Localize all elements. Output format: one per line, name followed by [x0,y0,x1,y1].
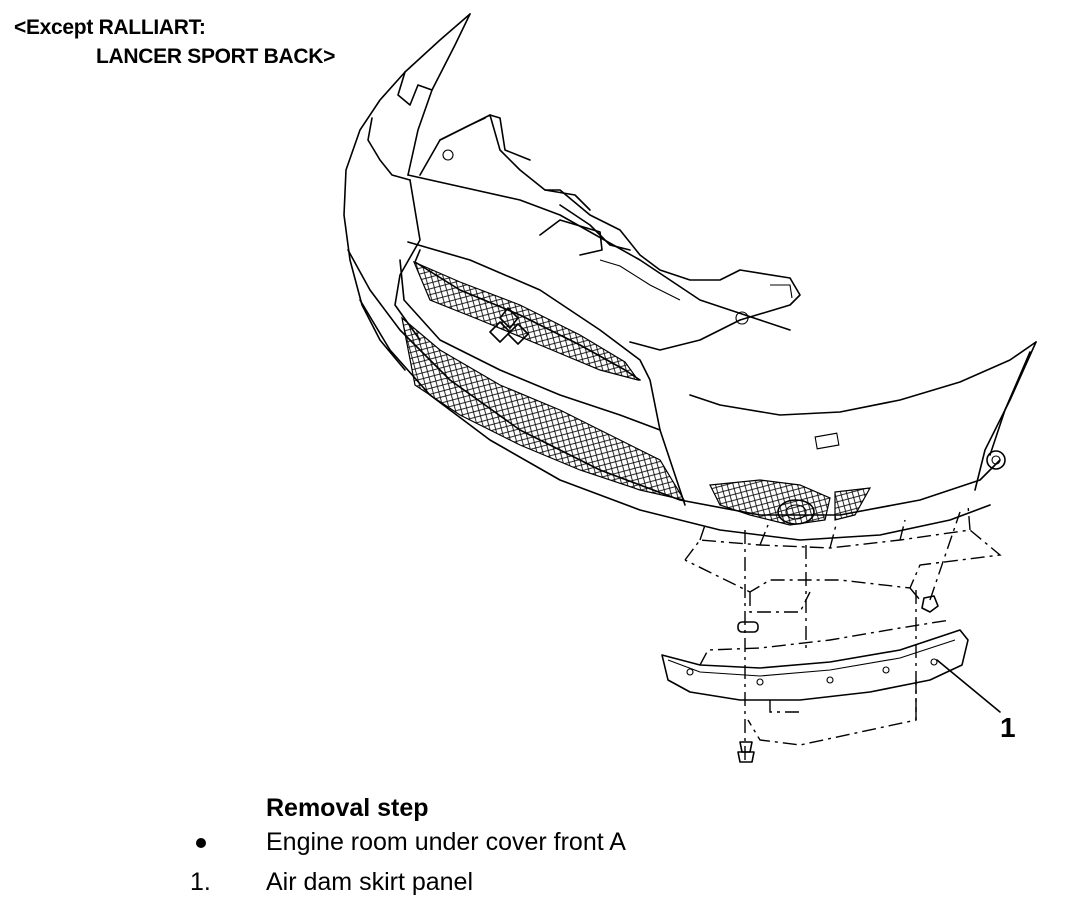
front-bumper-cover [343,13,1037,541]
air-dam-skirt-panel [661,619,969,746]
undercover-dashed-outline [684,504,1002,765]
fasteners [737,595,939,763]
diagram-title-line2: LANCER SPORT BACK> [96,45,336,68]
upper-radiator-support-cover [419,114,801,351]
callout-number-1: 1 [1000,712,1016,743]
step-number: 1. [190,868,211,896]
removal-step-row: Engine room under cover front A [190,828,626,857]
callout-1-leader [936,659,1001,713]
removal-step-heading: Removal step [266,794,429,822]
diagram-title-line1: <Except RALLIART: [14,16,206,39]
removal-step-text: Engine room under cover front A [266,828,626,856]
removal-step-text: Air dam skirt panel [266,868,474,896]
bullet-marker [190,828,266,857]
removal-step-row: 1. Air dam skirt panel [190,868,473,897]
